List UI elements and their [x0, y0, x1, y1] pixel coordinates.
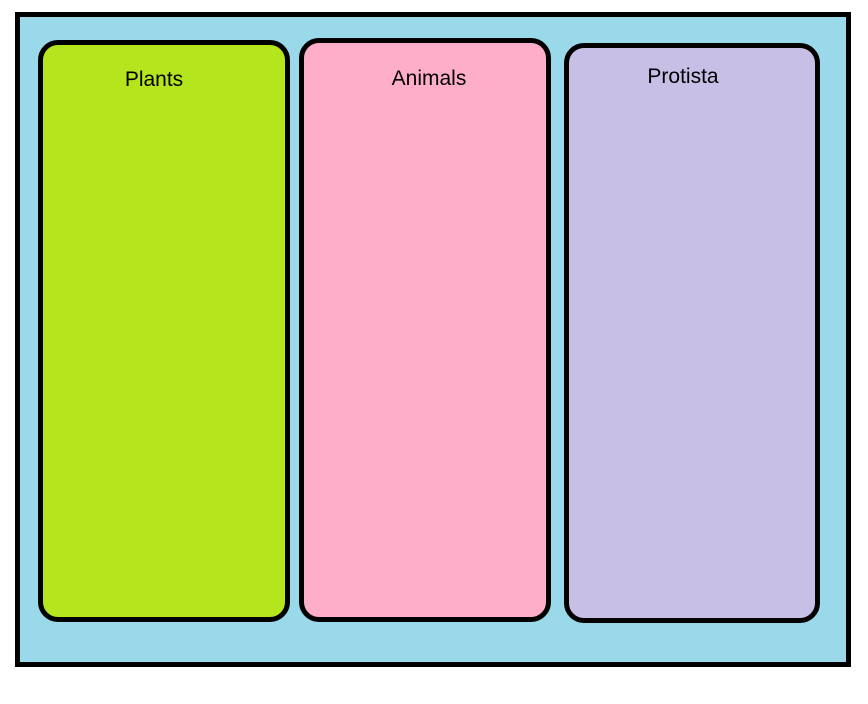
column-protista: Protista: [564, 43, 820, 623]
classification-frame: Plants Animals Protista: [15, 12, 851, 667]
column-label-plants: Plants: [124, 68, 184, 91]
column-label-protista: Protista: [647, 65, 719, 88]
column-label-animals: Animals: [391, 67, 467, 90]
column-plants: Plants: [38, 40, 290, 622]
column-animals: Animals: [299, 38, 551, 622]
